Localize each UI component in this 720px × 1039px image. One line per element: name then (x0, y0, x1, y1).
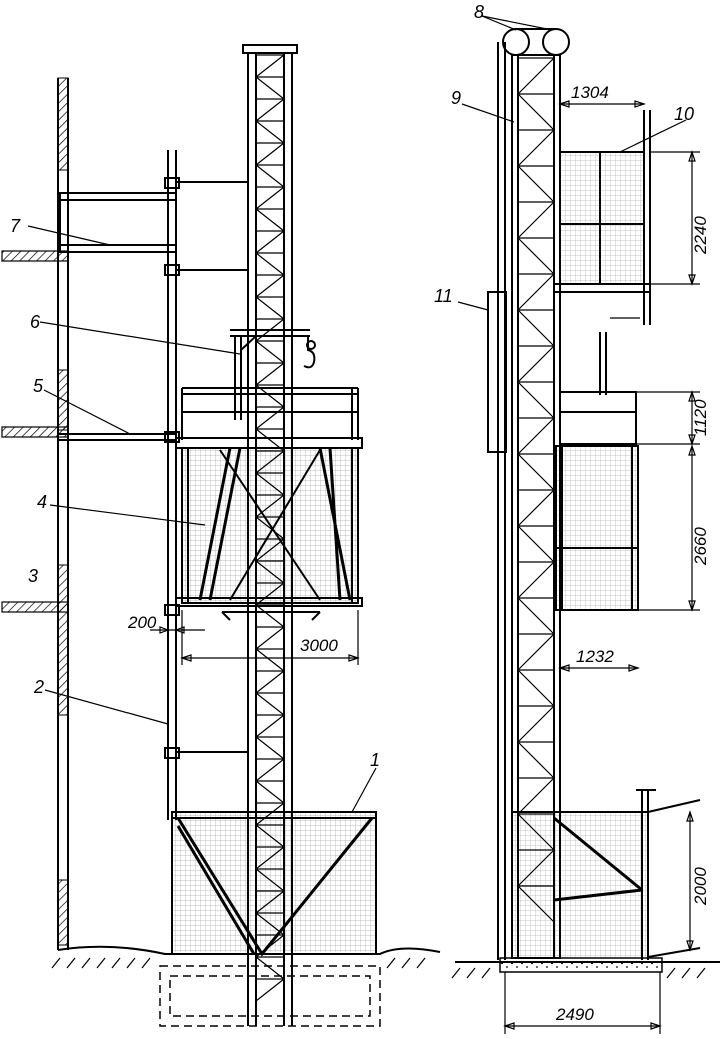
dim-2000: 2000 (691, 867, 710, 906)
dim-1304: 1304 (571, 83, 609, 102)
ground-right (451, 957, 720, 979)
label-3: 3 (28, 566, 38, 586)
foundation (159, 965, 381, 1027)
head-sheaves (481, 15, 570, 56)
label-10: 10 (674, 104, 694, 124)
dim-2660: 2660 (691, 527, 710, 566)
guide-pipe (164, 150, 180, 820)
label-2: 2 (33, 677, 44, 697)
dim-1232: 1232 (576, 647, 614, 666)
dims-left: 200 3000 (127, 610, 360, 665)
label-7: 7 (10, 216, 21, 236)
upper-cage-right (554, 110, 651, 325)
dim-3000: 3000 (300, 636, 338, 655)
dim-1120: 1120 (691, 399, 710, 436)
label-8: 8 (474, 2, 484, 22)
right-leaders (457, 103, 687, 311)
middle-cage-right (555, 332, 639, 611)
label-11: 11 (434, 286, 453, 306)
right-view: 1304 2240 1120 2660 1232 2000 2490 8 9 1… (434, 2, 720, 1034)
label-1: 1 (370, 750, 380, 770)
dim-200: 200 (127, 613, 157, 632)
floor-slabs (1, 250, 69, 613)
counterweight (487, 291, 507, 453)
label-9: 9 (451, 88, 461, 108)
dim-2240: 2240 (691, 216, 710, 255)
ground-cage-right (512, 789, 701, 960)
dims-right: 1304 2240 1120 2660 1232 2000 2490 (503, 83, 710, 1034)
wall-ties (58, 181, 248, 753)
dim-2490: 2490 (555, 1005, 594, 1024)
label-5: 5 (33, 376, 44, 396)
label-4: 4 (37, 492, 47, 512)
label-6: 6 (30, 312, 41, 332)
foundation-inner (169, 975, 371, 1017)
ground-left (51, 945, 441, 969)
left-view: 200 3000 7 6 5 4 3 2 1 (1, 44, 441, 1027)
left-leaders (27, 225, 377, 813)
ground-cage (171, 811, 377, 957)
jib-hook (230, 329, 316, 420)
upper-cage (175, 387, 363, 621)
